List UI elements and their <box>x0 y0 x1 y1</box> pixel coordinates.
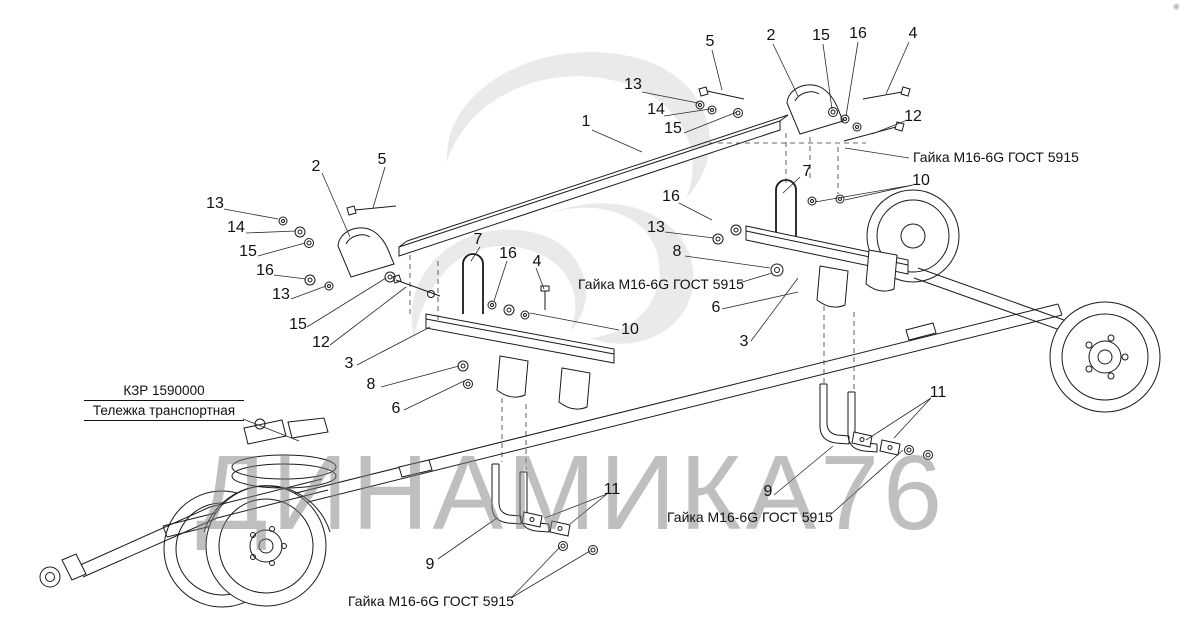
hardware-label: Гайка М16-6G ГОСТ 5915 <box>578 276 744 292</box>
right-cross-beam <box>745 225 909 308</box>
callout-12: 12 <box>904 108 922 125</box>
watermark-text: ДИНАМИКА76 <box>196 434 947 552</box>
clamp-straps-right <box>819 383 901 456</box>
logo-swirl <box>411 52 710 344</box>
callout-14: 14 <box>647 101 665 118</box>
leader-lines <box>223 41 932 599</box>
callout-9: 9 <box>425 556 435 573</box>
callout-16: 16 <box>256 262 274 279</box>
callout-14: 14 <box>227 219 245 236</box>
callout-5: 5 <box>705 33 715 50</box>
corner-mark: ✺ <box>1172 2 1181 12</box>
rear-near-wheel <box>1049 301 1161 413</box>
rear-far-wheel <box>866 189 960 283</box>
callout-5: 5 <box>377 151 387 168</box>
left-cross-beam <box>425 313 615 410</box>
hardware-label: Гайка М16-6G ГОСТ 5915 <box>348 593 514 609</box>
callout-7: 7 <box>802 163 812 180</box>
hardware-label: Гайка М16-6G ГОСТ 5915 <box>667 509 833 525</box>
callout-16: 16 <box>849 25 867 42</box>
callout-6: 6 <box>711 299 721 316</box>
callout-6: 6 <box>391 400 401 417</box>
front-near-wheel <box>205 485 327 607</box>
left-end-housing <box>337 227 395 278</box>
callout-11: 11 <box>603 481 621 498</box>
callout-9: 9 <box>763 483 773 500</box>
callout-4: 4 <box>908 25 918 42</box>
callout-1: 1 <box>581 113 591 130</box>
callout-12: 12 <box>312 334 330 351</box>
callout-2: 2 <box>311 158 321 175</box>
callout-8: 8 <box>672 243 682 260</box>
part-code: КЗР 1590000 <box>84 383 244 401</box>
hardware-label: Гайка М16-6G ГОСТ 5915 <box>913 149 1079 165</box>
callout-8: 8 <box>366 376 376 393</box>
construction-lines <box>409 133 866 470</box>
callout-13: 13 <box>272 286 290 303</box>
drawbar <box>39 478 329 588</box>
callout-7: 7 <box>473 231 483 248</box>
callout-16: 16 <box>662 188 680 205</box>
callout-15: 15 <box>664 120 682 137</box>
callout-10: 10 <box>621 321 639 338</box>
callout-16: 16 <box>499 245 517 262</box>
right-end-housing <box>786 84 844 135</box>
callout-10: 10 <box>912 172 930 189</box>
callout-13: 13 <box>647 219 665 236</box>
part-label: КЗР 1590000 Тележка транспортная <box>84 383 244 421</box>
callout-2: 2 <box>766 27 776 44</box>
callout-3: 3 <box>344 355 354 372</box>
clamp-straps-mid <box>491 463 571 537</box>
callout-13: 13 <box>206 195 224 212</box>
callout-3: 3 <box>739 333 749 350</box>
scraper-beam <box>398 114 789 257</box>
callout-15: 15 <box>289 316 307 333</box>
callout-13: 13 <box>624 76 642 93</box>
callout-15: 15 <box>812 27 830 44</box>
callout-4: 4 <box>532 253 542 270</box>
washer-nut-hardware <box>278 100 933 555</box>
part-name: Тележка транспортная <box>84 401 244 421</box>
callout-11: 11 <box>929 384 947 401</box>
callout-15: 15 <box>239 243 257 260</box>
